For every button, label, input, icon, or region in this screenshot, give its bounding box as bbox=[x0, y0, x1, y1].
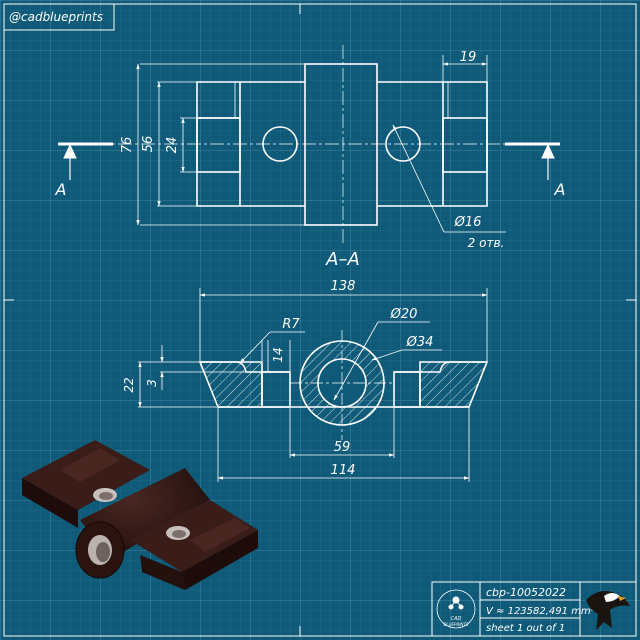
top-view bbox=[95, 45, 505, 245]
dim-hole-qty: 2 отв. bbox=[468, 236, 505, 250]
watermark-box: @cadblueprints bbox=[3, 3, 115, 31]
eagle-logo bbox=[586, 591, 630, 630]
dim-total-height: 22 bbox=[122, 377, 136, 392]
cut-mark-right-label: A bbox=[554, 180, 566, 199]
dim-flange-thk: 3 bbox=[145, 379, 159, 387]
section-view bbox=[198, 330, 489, 440]
dim-inner-height: 56 bbox=[141, 136, 156, 153]
dim-depth: 14 bbox=[271, 347, 285, 362]
top-view-dimensions bbox=[136, 55, 506, 233]
section-dimensions bbox=[138, 288, 488, 482]
right-hole bbox=[385, 126, 421, 162]
logo-text-bottom: BLUEPRINTS bbox=[444, 622, 469, 627]
logo-text-top: CAD bbox=[451, 616, 462, 622]
drawing-number: cbp-10052022 bbox=[486, 586, 566, 599]
left-hole bbox=[262, 126, 298, 162]
dim-overall-height: 76 bbox=[120, 137, 135, 154]
isometric-part-render bbox=[22, 440, 258, 590]
dim-ear-width: 19 bbox=[460, 50, 477, 65]
dim-bore-dia: Ø20 bbox=[390, 307, 418, 322]
cut-mark-right bbox=[505, 142, 560, 180]
sheet-frame bbox=[3, 3, 637, 637]
part-volume: V ≈ 123582,491 mm³ bbox=[486, 606, 595, 617]
title-block bbox=[431, 581, 637, 637]
dim-base-width: 114 bbox=[331, 463, 356, 478]
dim-overall-length: 138 bbox=[331, 279, 356, 294]
dim-boss-dia: Ø34 bbox=[406, 335, 434, 350]
watermark-text: @cadblueprints bbox=[9, 10, 103, 24]
dim-slot-height: 24 bbox=[165, 137, 180, 154]
cut-mark-left bbox=[58, 142, 113, 180]
dim-fillet: R7 bbox=[282, 317, 300, 332]
dim-hole-dia: Ø16 bbox=[454, 215, 482, 230]
cut-mark-left-label: A bbox=[55, 180, 67, 199]
dim-inner-width: 59 bbox=[334, 440, 351, 455]
section-label: A–A bbox=[325, 249, 360, 270]
sheet-number: sheet 1 out of 1 bbox=[486, 623, 565, 634]
